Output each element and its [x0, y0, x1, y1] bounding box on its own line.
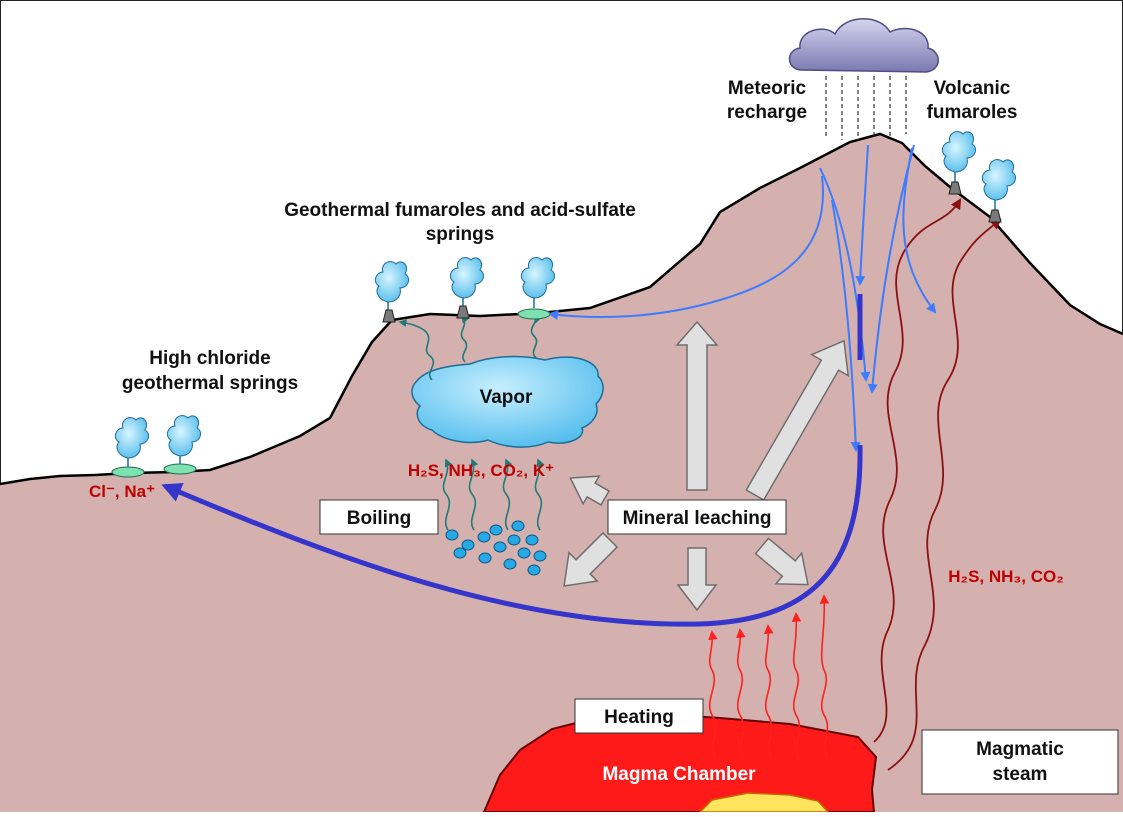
bubble-icon [528, 565, 540, 575]
bubble-icon [508, 535, 520, 545]
vapor-label: Vapor [480, 387, 533, 408]
boiling-label: Boiling [347, 508, 411, 529]
mineral-leaching-label: Mineral leaching [623, 508, 772, 529]
label-geothermal-fumaroles: Geothermal fumaroles and acid-sulfate [284, 200, 636, 221]
spring-pool-icon [518, 309, 550, 319]
label-fumaroles: fumaroles [927, 102, 1018, 123]
magmatic-steam-box: Magmatic steam [922, 730, 1118, 794]
bubble-icon [534, 551, 546, 561]
bubble-icon [504, 559, 516, 569]
label-volcanic: Volcanic [934, 78, 1011, 99]
label-high-chloride: High chloride [149, 348, 270, 369]
spring-pool-icon [164, 464, 196, 474]
bubble-icon [526, 535, 538, 545]
bubble-icon [490, 525, 502, 535]
magma-chamber-label: Magma Chamber [602, 764, 756, 785]
heating-label: Heating [604, 707, 674, 728]
magmatic-label: Magmatic [976, 739, 1064, 760]
bubble-icon [494, 542, 506, 552]
chem-chloride-sodium: Cl⁻, Na⁺ [89, 482, 155, 501]
bubble-icon [454, 548, 466, 558]
label-springs: springs [426, 224, 495, 245]
bubble-icon [462, 540, 474, 550]
bubble-icon [512, 521, 524, 531]
label-recharge: recharge [727, 102, 807, 123]
boiling-box: Boiling [320, 500, 438, 534]
chem-vapor-gases: H₂S, NH₃, CO₂, K⁺ [408, 461, 554, 480]
bubble-icon [478, 532, 490, 542]
chem-magmatic-gases: H₂S, NH₃, CO₂ [948, 567, 1064, 586]
bubble-icon [518, 548, 530, 558]
steam-label: steam [993, 764, 1048, 785]
spring-pool-icon [112, 467, 144, 477]
bubble-icon [446, 530, 458, 540]
mineral-leaching-box: Mineral leaching [608, 500, 786, 534]
heating-box: Heating [575, 699, 703, 733]
bubble-icon [479, 553, 491, 563]
label-geothermal-springs: geothermal springs [122, 373, 298, 394]
label-meteoric: Meteoric [728, 78, 807, 99]
